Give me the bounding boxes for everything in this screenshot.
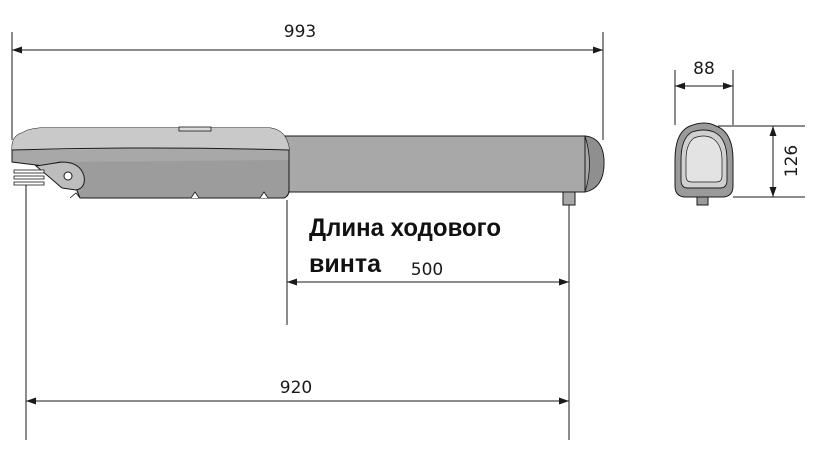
tube-end-cap <box>584 135 605 193</box>
profile-nut-pin <box>696 196 709 206</box>
actuator-side-view <box>11 126 605 206</box>
rear-fork-top <box>13 169 45 174</box>
extension-tube <box>277 135 605 193</box>
profile-inner-core <box>685 135 723 183</box>
screw-2 <box>190 191 200 199</box>
dim-profile-width: 88 <box>693 59 715 79</box>
housing-highlight <box>12 128 289 150</box>
screw-3 <box>259 191 269 199</box>
housing-top-tab <box>178 126 212 132</box>
dim-stroke-length: 500 <box>411 260 443 280</box>
dim-mounting-length: 920 <box>280 378 312 398</box>
nut-pin <box>562 191 576 206</box>
housing-lid-line <box>11 147 290 151</box>
actuator-profile-view <box>674 122 734 206</box>
housing-lower <box>64 160 289 198</box>
dim-overall-length: 993 <box>284 22 316 42</box>
rear-fork-middle <box>13 175 45 180</box>
screw-1 <box>69 192 81 199</box>
caption-line-1: Длина ходового <box>309 214 501 242</box>
caption-line-2: винта <box>309 250 382 278</box>
dim-profile-height: 126 <box>782 145 802 177</box>
housing-lower-outline <box>63 160 290 199</box>
lever-pivot <box>63 171 73 181</box>
release-lever <box>34 161 85 191</box>
rear-fork-bottom <box>13 181 45 186</box>
dimension-lines <box>12 46 777 405</box>
